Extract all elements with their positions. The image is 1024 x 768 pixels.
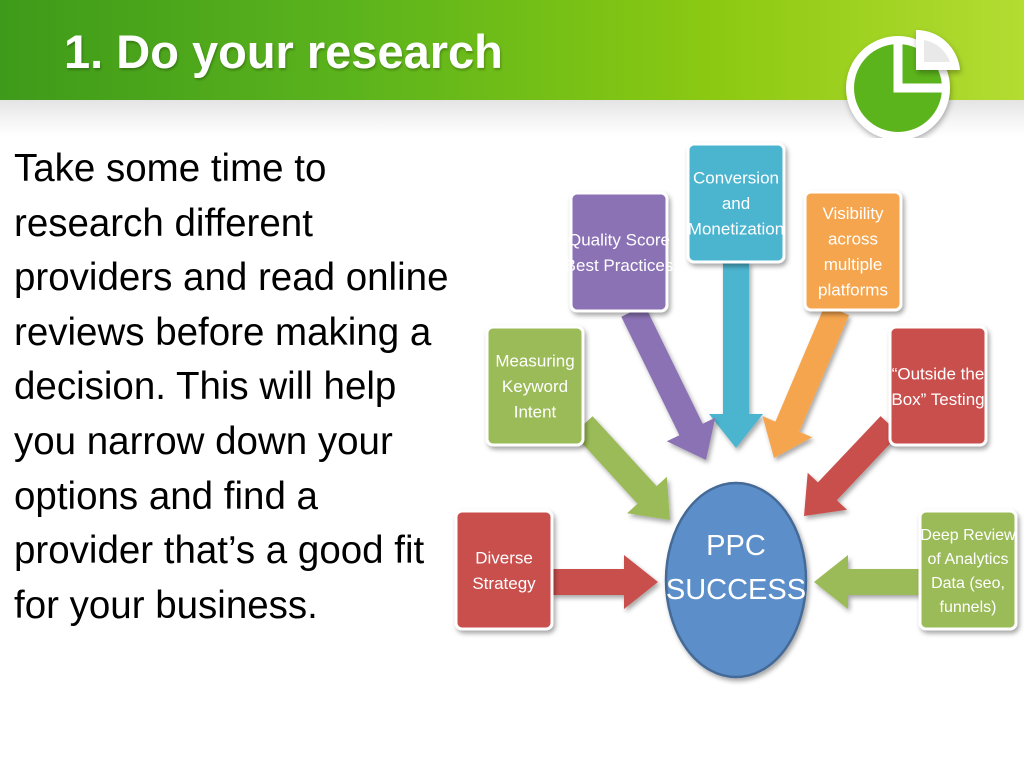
diverse-strategy-arrow [552,555,658,609]
conversion-label: Conversion [693,169,779,188]
ppc-success-circle: PPC SUCCESS [664,481,808,679]
outside-box-label: “Outside the [892,364,985,383]
quality-score-arrow [621,305,716,460]
quality-score-label: Best Practices [565,256,674,275]
keyword-intent-label: Keyword [502,377,568,396]
keyword-intent-arrow [573,416,670,520]
deep-review-label: Data (seo, [931,575,1005,592]
visibility-arrow [762,304,849,458]
visibility-label: Visibility [822,204,884,223]
ppc-success-label: PPC [706,530,766,562]
keyword-intent-label: Intent [514,403,557,422]
deep-review-label: Deep Review [920,527,1016,544]
diverse-strategy-label: Diverse [475,548,533,567]
pie-logo-icon [846,29,960,138]
quality-score-label: Quality Score [568,230,670,249]
conversion-label: and [722,194,750,213]
deep-review-label: of Analytics [928,551,1009,568]
outside-box-label: Box” Testing [891,390,984,409]
outside-box-arrow [804,416,900,516]
diverse-strategy-label: Strategy [472,574,536,593]
keyword-intent-label: Measuring [495,352,574,371]
deep-review-label: funnels) [940,599,997,616]
conversion-label: Monetization [688,220,784,239]
body-text: Take some time to research different pro… [14,147,449,627]
visibility-label: across [828,229,878,248]
deep-review-arrow [814,555,920,609]
visibility-label: platforms [818,280,888,299]
conversion-arrow [709,262,763,448]
visibility-box: Visibility across multiple platforms [803,190,903,312]
ppc-success-label: SUCCESS [666,574,806,606]
visibility-label: multiple [824,255,883,274]
slide-title: 1. Do your research [64,25,503,78]
